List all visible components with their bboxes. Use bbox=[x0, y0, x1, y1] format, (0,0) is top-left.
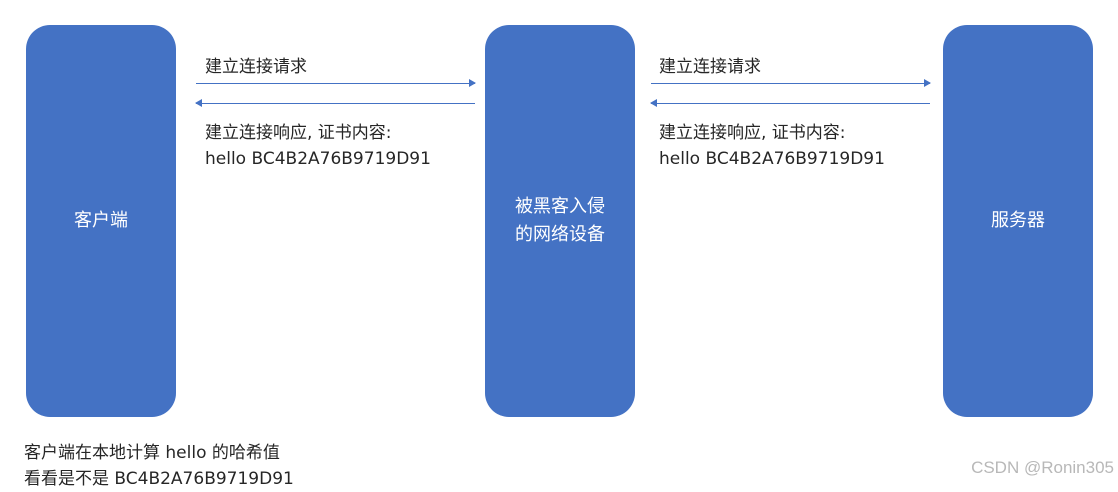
server-node: 服务器 bbox=[943, 25, 1093, 417]
compromised-device-node: 被黑客入侵 的网络设备 bbox=[485, 25, 635, 417]
left-request-arrow bbox=[196, 79, 476, 87]
watermark: CSDN @Ronin305 bbox=[971, 458, 1114, 477]
right-request-label: 建立连接请求 bbox=[659, 57, 761, 77]
client-verification-note: 客户端在本地计算 hello 的哈希值 看看是不是 BC4B2A76B9719D… bbox=[24, 440, 294, 492]
right-request-arrow bbox=[651, 79, 931, 87]
note-line2: 看看是不是 BC4B2A76B9719D91 bbox=[24, 469, 294, 489]
client-node: 客户端 bbox=[26, 25, 176, 417]
left-response-label-line1: 建立连接响应, 证书内容: bbox=[205, 123, 392, 143]
left-response-arrow bbox=[195, 99, 475, 107]
left-request-label: 建立连接请求 bbox=[205, 57, 307, 77]
arrow-head-left-icon bbox=[650, 99, 657, 107]
left-response-label: 建立连接响应, 证书内容: hello BC4B2A76B9719D91 bbox=[205, 120, 431, 172]
compromised-device-label-line2: 的网络设备 bbox=[515, 224, 605, 245]
server-label: 服务器 bbox=[991, 210, 1045, 231]
note-line1: 客户端在本地计算 hello 的哈希值 bbox=[24, 443, 280, 463]
compromised-device-label-line1: 被黑客入侵 bbox=[515, 196, 605, 217]
right-response-label-line2: hello BC4B2A76B9719D91 bbox=[659, 149, 885, 169]
right-response-label-line1: 建立连接响应, 证书内容: bbox=[659, 123, 846, 143]
right-response-label: 建立连接响应, 证书内容: hello BC4B2A76B9719D91 bbox=[659, 120, 885, 172]
arrow-head-left-icon bbox=[195, 99, 202, 107]
arrow-head-right-icon bbox=[469, 79, 476, 87]
left-response-label-line2: hello BC4B2A76B9719D91 bbox=[205, 149, 431, 169]
client-label: 客户端 bbox=[74, 210, 128, 231]
arrow-head-right-icon bbox=[924, 79, 931, 87]
right-response-arrow bbox=[650, 99, 930, 107]
